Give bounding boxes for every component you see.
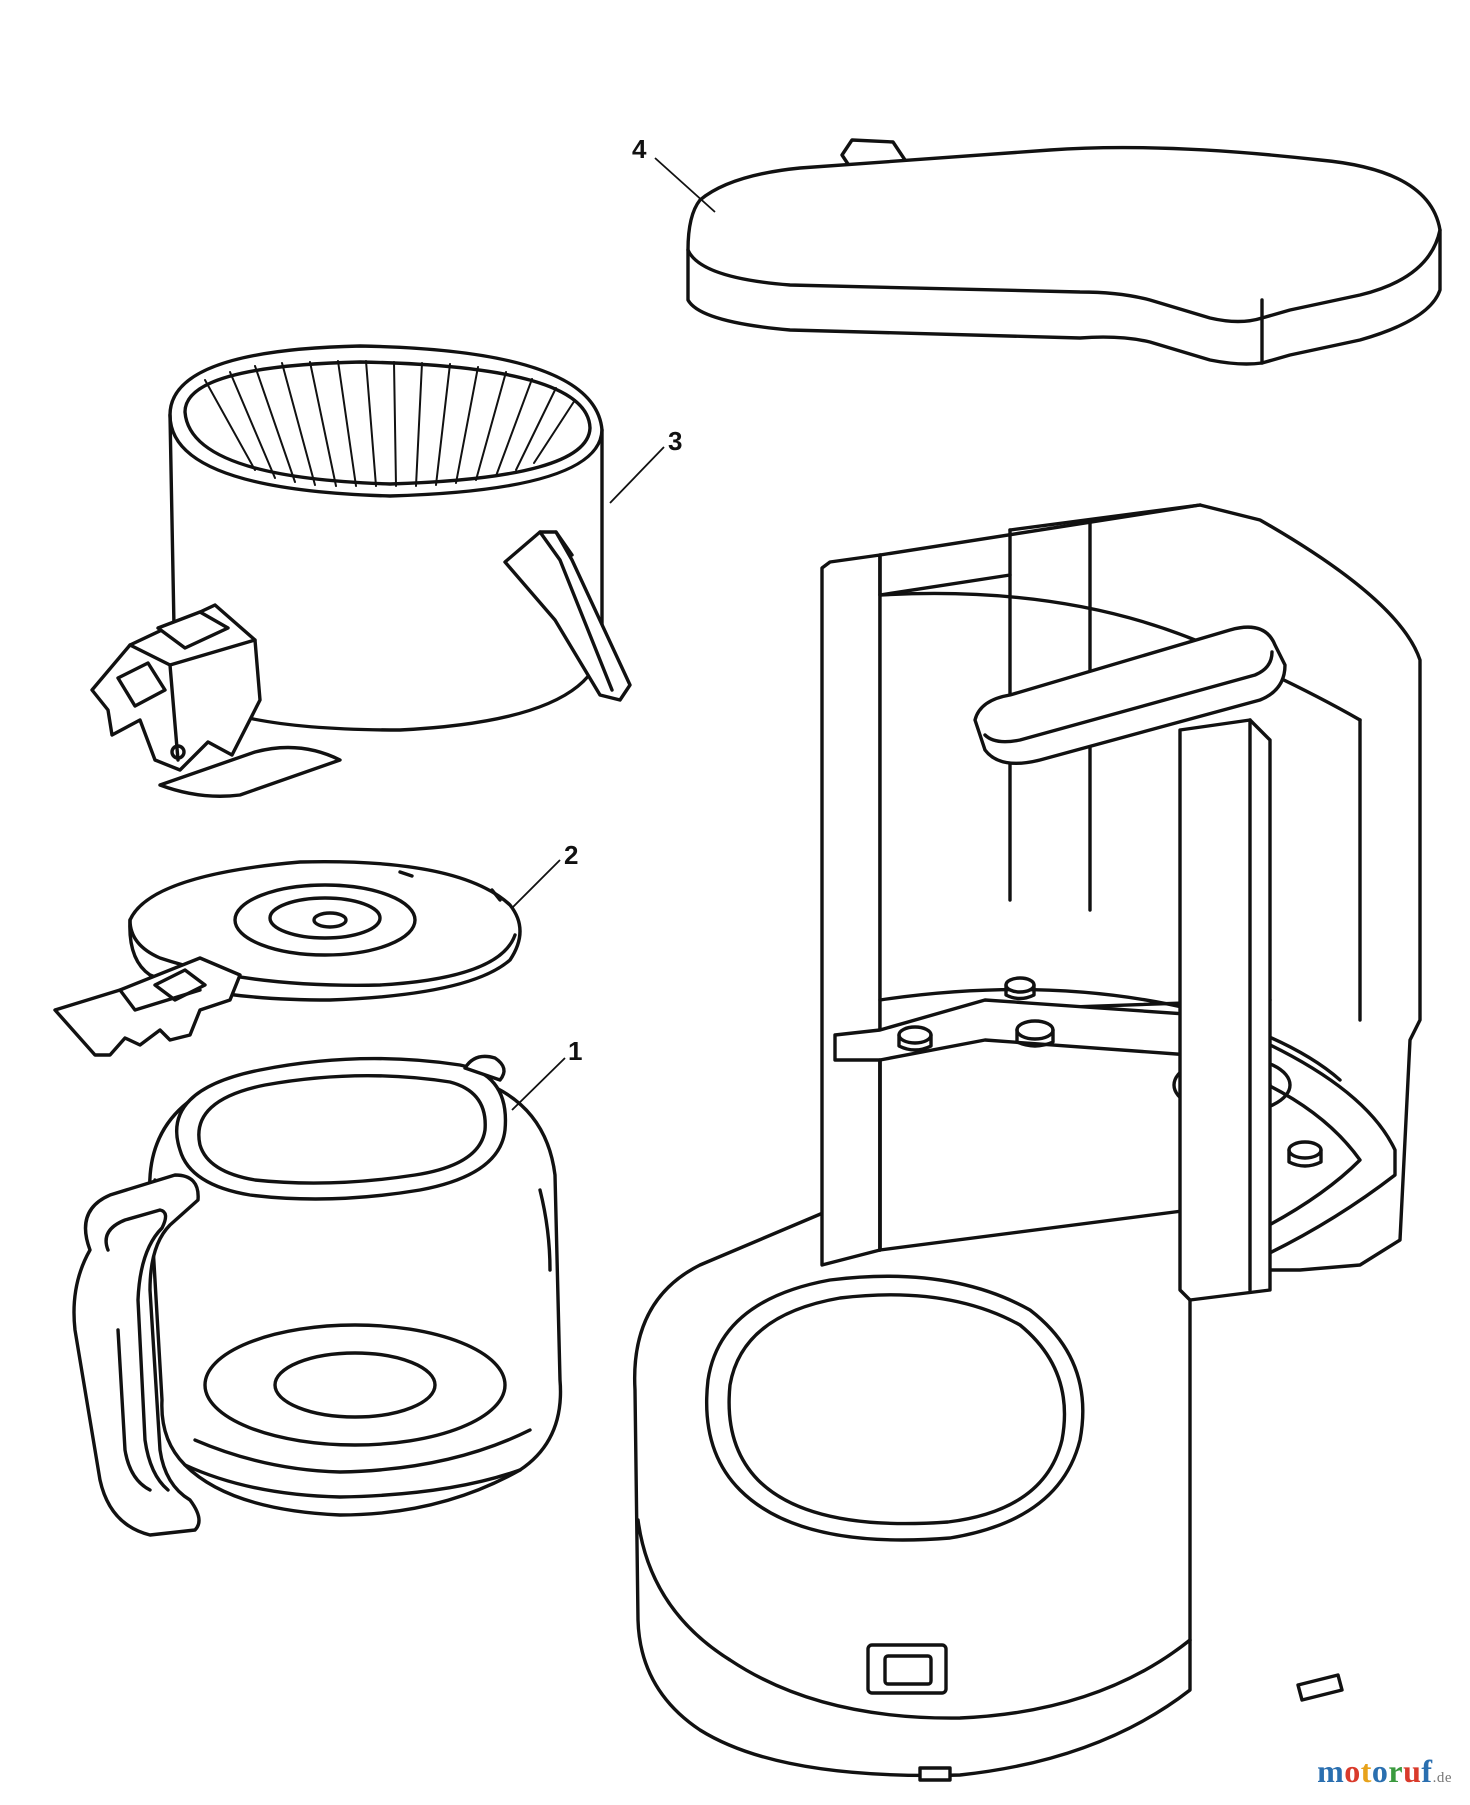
- watermark-suffix: .de: [1432, 1770, 1452, 1786]
- watermark-letter: m: [1317, 1753, 1345, 1789]
- watermark-letter: f: [1421, 1753, 1433, 1789]
- callout-label-3: 3: [668, 426, 682, 456]
- watermark-letter: o: [1344, 1753, 1361, 1789]
- watermark-letter: o: [1371, 1753, 1389, 1789]
- watermark-letter: u: [1403, 1753, 1422, 1789]
- part-3-filter-holder: [90, 344, 632, 798]
- motoruf-watermark: motoruf.de: [1317, 1753, 1452, 1790]
- main-housing: [632, 503, 1422, 1782]
- callout-3: 3: [609, 426, 682, 504]
- callout-1: 1: [511, 1036, 582, 1111]
- watermark-letter: t: [1360, 1753, 1372, 1789]
- callout-label-4: 4: [632, 134, 647, 164]
- watermark-letter: r: [1388, 1753, 1404, 1789]
- part-2-carafe-lid: [53, 859, 522, 1057]
- callout-label-1: 1: [568, 1036, 582, 1066]
- part-4-lid: [686, 138, 1442, 366]
- callout-4: 4: [632, 134, 716, 213]
- callout-2: 2: [511, 840, 578, 909]
- callout-label-2: 2: [564, 840, 578, 870]
- part-1-carafe: [72, 1054, 563, 1537]
